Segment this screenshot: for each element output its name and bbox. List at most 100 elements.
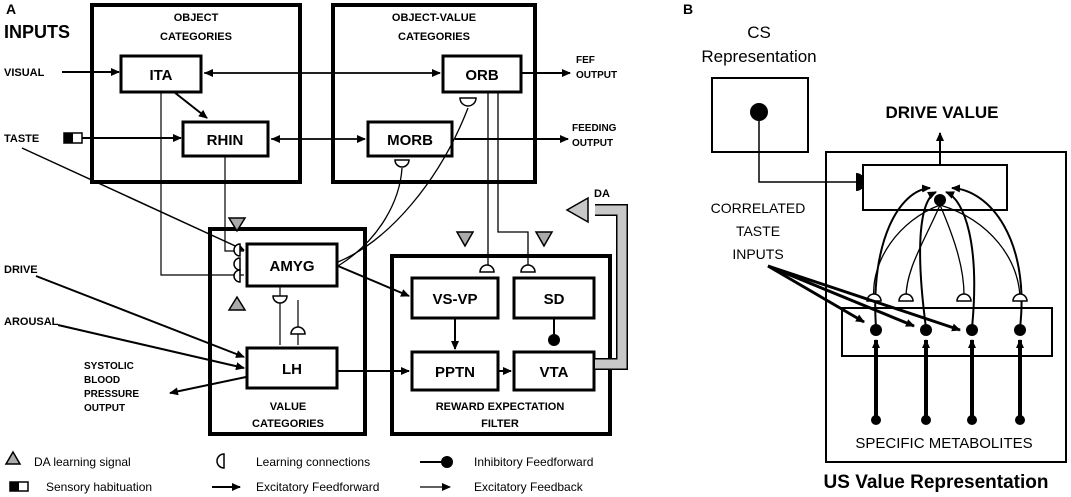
correlated-label-3: INPUTS — [732, 246, 783, 262]
learning-connection-icon — [459, 97, 477, 107]
us-value-box — [825, 151, 1067, 463]
node-orb — [441, 54, 523, 94]
da-output-arrowhead — [565, 196, 589, 224]
node-sd — [512, 276, 596, 320]
drive-to-metabolite-line — [905, 204, 941, 301]
cs-rep-box — [711, 77, 809, 153]
node-vta — [512, 350, 596, 392]
object-value-title-2: CATEGORIES — [398, 31, 470, 43]
feeding-output-1: FEEDING — [572, 123, 617, 134]
feedback-arc — [945, 191, 976, 329]
ref-title-1: REWARD EXPECTATION — [436, 401, 565, 413]
value-categories-title-2: CATEGORIES — [252, 418, 324, 430]
node-orb-label: ORB — [465, 67, 499, 84]
node-amyg — [245, 242, 339, 288]
input-arousal-label: AROUSAL — [4, 316, 59, 328]
node-vsvp — [410, 276, 500, 320]
legend-learning-label: Learning connections — [256, 455, 370, 469]
metabolite-node-icon — [920, 324, 932, 336]
cs-node-icon — [750, 103, 768, 121]
learning-connection-icon — [394, 159, 410, 168]
amyg-morb-learning-line — [337, 167, 403, 267]
object-value-categories-box — [331, 3, 537, 184]
node-ita — [119, 54, 203, 94]
cs-rep-title-1: CS — [747, 23, 771, 42]
node-lh-label: LH — [282, 361, 302, 378]
da-output-label: DA — [594, 188, 610, 200]
taste-input-arrow — [767, 264, 865, 324]
drive-to-metabolite-line — [939, 204, 965, 301]
node-lh — [245, 346, 339, 390]
ita-amyg-learning-line — [160, 92, 244, 276]
learning-connection-icon — [233, 257, 241, 271]
arousal-arrow — [57, 324, 245, 371]
metabolite-node-icon — [966, 324, 978, 336]
learning-connection-icon — [233, 269, 241, 283]
da-output-path — [595, 205, 627, 369]
object-value-title-1: OBJECT-VALUE — [392, 12, 476, 24]
legend-habituation-fill — [10, 482, 19, 491]
systolic-arrow — [169, 376, 247, 396]
metabolite-source-icon — [921, 415, 931, 425]
inputs-title: INPUTS — [4, 22, 70, 42]
metabolite-source-icon — [1015, 415, 1025, 425]
metabolite-source-icon — [967, 415, 977, 425]
systolic-output-3: PRESSURE — [84, 389, 139, 400]
rhin-amyg-learning-line — [224, 156, 244, 252]
input-taste-label: TASTE — [4, 133, 39, 145]
metabolite-node-icon — [870, 324, 882, 336]
taste-input-arrow — [767, 264, 915, 328]
node-sd-label: SD — [544, 291, 565, 308]
learning-connection-icon — [233, 243, 241, 257]
feedback-arc — [919, 191, 937, 329]
node-morb — [366, 120, 454, 158]
legend-exc-fb-label: Excitatory Feedback — [474, 480, 584, 494]
fef-output-2: OUTPUT — [576, 70, 617, 81]
reward-expectation-filter-box — [390, 254, 612, 436]
node-amyg-label: AMYG — [270, 258, 315, 275]
node-vta-label: VTA — [540, 364, 569, 381]
node-pptn — [410, 350, 500, 392]
node-vsvp-label: VS-VP — [432, 291, 477, 308]
value-categories-title-1: VALUE — [270, 401, 306, 413]
learning-connection-icon — [479, 264, 495, 273]
legend-inh-icon — [441, 456, 453, 468]
learning-connection-icon — [290, 326, 306, 335]
drive-arrow — [35, 275, 245, 358]
node-morb-label: MORB — [387, 132, 433, 149]
ref-title-2: FILTER — [481, 418, 519, 430]
systolic-output-4: OUTPUT — [84, 403, 125, 414]
amyg-vsvp-arrow — [337, 265, 410, 297]
inhibitory-terminal-icon — [548, 334, 560, 346]
legend-inh-label: Inhibitory Feedforward — [474, 455, 593, 469]
legend-da-icon — [4, 450, 22, 465]
panel-a-label: A — [6, 1, 16, 17]
learning-connection-icon — [272, 295, 288, 304]
object-categories-title-1: OBJECT — [174, 12, 219, 24]
learning-connection-icon — [1012, 293, 1028, 302]
da-learning-signal-icon — [227, 295, 247, 311]
metabolite-source-icon — [871, 415, 881, 425]
cs-to-drive-line — [758, 121, 856, 183]
node-ita-label: ITA — [149, 67, 172, 84]
drive-to-metabolite-line — [939, 204, 1021, 301]
taste-input-arrow — [767, 264, 961, 332]
learning-connection-icon — [520, 264, 536, 273]
node-rhin-label: RHIN — [207, 132, 244, 149]
fef-output-1: FEF — [576, 55, 595, 66]
drive-value-label: DRIVE VALUE — [885, 103, 998, 122]
feeding-output-2: OUTPUT — [572, 138, 613, 149]
input-visual-label: VISUAL — [4, 67, 45, 79]
node-pptn-label: PPTN — [435, 364, 475, 381]
metabolite-node-icon — [1014, 324, 1026, 336]
legend-da-label: DA learning signal — [34, 455, 131, 469]
da-learning-signal-icon — [227, 217, 247, 233]
learning-connection-icon — [956, 293, 972, 302]
cs-rep-title-2: Representation — [701, 47, 816, 66]
da-learning-signal-icon — [534, 231, 554, 248]
taste-habituation-fill — [64, 133, 73, 143]
input-drive-label: DRIVE — [4, 264, 38, 276]
ita-to-rhin-arrow — [173, 91, 208, 119]
